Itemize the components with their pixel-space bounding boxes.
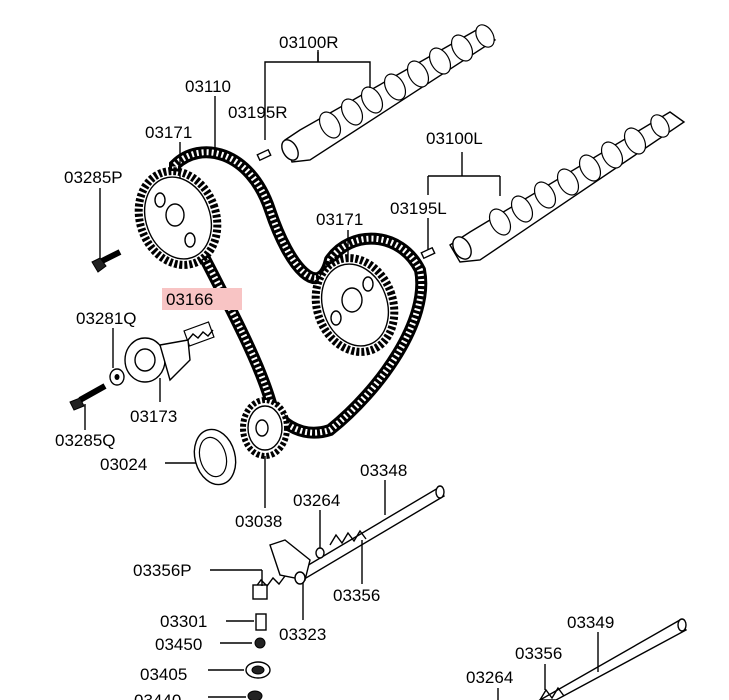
rocker-spring-03356[interactable]: [329, 529, 367, 546]
label-03038: 03038: [235, 512, 282, 531]
label-03348: 03348: [360, 461, 407, 480]
clip-03450[interactable]: [254, 637, 266, 649]
sprocket-upper-left[interactable]: [126, 160, 230, 276]
lash-adjuster-03323[interactable]: [294, 571, 306, 585]
label-03301: 03301: [160, 612, 207, 631]
rocker-arm-03264[interactable]: [269, 539, 325, 581]
label-03024: 03024: [100, 455, 147, 474]
camshaft-right[interactable]: [278, 22, 497, 163]
label-03285Q: 03285Q: [55, 431, 116, 450]
label-03264: 03264: [293, 491, 340, 510]
label-03195L: 03195L: [390, 199, 447, 218]
plug-03356P[interactable]: [252, 575, 286, 600]
crank-sprocket-03038[interactable]: [240, 397, 290, 459]
label-03281Q: 03281Q: [76, 309, 137, 328]
label-03440: 03440: [134, 691, 181, 700]
bolt-03285Q[interactable]: [69, 383, 107, 411]
washer-03440[interactable]: [247, 690, 263, 700]
label-03195R: 03195R: [228, 103, 288, 122]
key-03195L[interactable]: [420, 246, 436, 260]
label-03356P: 03356P: [133, 561, 192, 580]
label-03323: 03323: [279, 625, 326, 644]
label-03349: 03349: [567, 613, 614, 632]
label-03100L: 03100L: [426, 129, 483, 148]
label-03285P: 03285P: [64, 168, 123, 187]
bolt-03285P[interactable]: [91, 249, 122, 273]
label-03356-lower: 03356: [515, 644, 562, 663]
label-03171-upper: 03171: [145, 123, 192, 142]
label-03264-lower: 03264: [466, 668, 513, 687]
rocker-shaft-03349[interactable]: [538, 618, 687, 700]
sprocket-right[interactable]: [303, 247, 407, 363]
label-03173: 03173: [130, 407, 177, 426]
label-03110: 03110: [185, 77, 231, 96]
label-03171-right: 03171: [316, 210, 363, 229]
camshaft-left[interactable]: [449, 111, 686, 263]
label-03405: 03405: [140, 665, 187, 684]
label-03166: 03166: [166, 290, 213, 309]
key-03195R[interactable]: [256, 148, 272, 162]
seal-03024[interactable]: [188, 425, 241, 489]
label-03356: 03356: [333, 586, 380, 605]
label-03450: 03450: [155, 635, 202, 654]
spring-03301[interactable]: [255, 613, 267, 631]
spring-03166[interactable]: [183, 321, 215, 347]
tensioner-03173[interactable]: [124, 337, 191, 383]
label-03100R: 03100R: [279, 33, 339, 52]
highlight-03166: [162, 288, 242, 310]
